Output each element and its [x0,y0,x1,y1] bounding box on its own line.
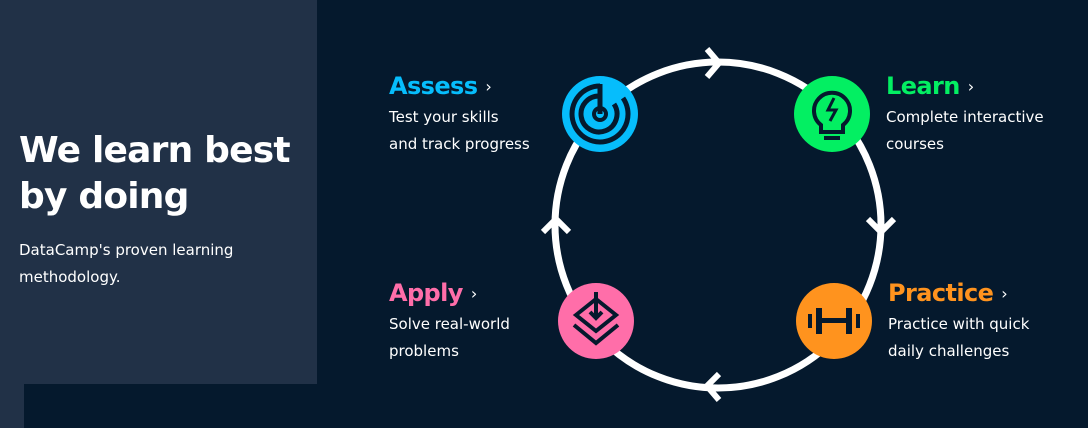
panel-decoration [0,384,24,428]
chevron-right-icon: › [967,76,974,96]
radar-icon [562,76,638,152]
step-practice-link[interactable]: Practice› [888,279,1008,307]
chevron-right-icon: › [1001,283,1008,303]
arrow-icon [704,47,723,79]
layers-download-icon [558,283,634,359]
arrow-icon [540,214,572,235]
step-assess-link[interactable]: Assess› [389,72,492,100]
step-apply-link[interactable]: Apply› [389,279,477,307]
chevron-right-icon: › [470,283,477,303]
hero-panel [0,0,317,384]
dumbbell-icon [796,283,872,359]
step-learn-link[interactable]: Learn› [886,72,974,100]
chevron-right-icon: › [485,76,492,96]
lightbulb-icon [794,76,870,152]
arrow-icon [865,216,897,237]
arrow-icon [702,371,722,402]
